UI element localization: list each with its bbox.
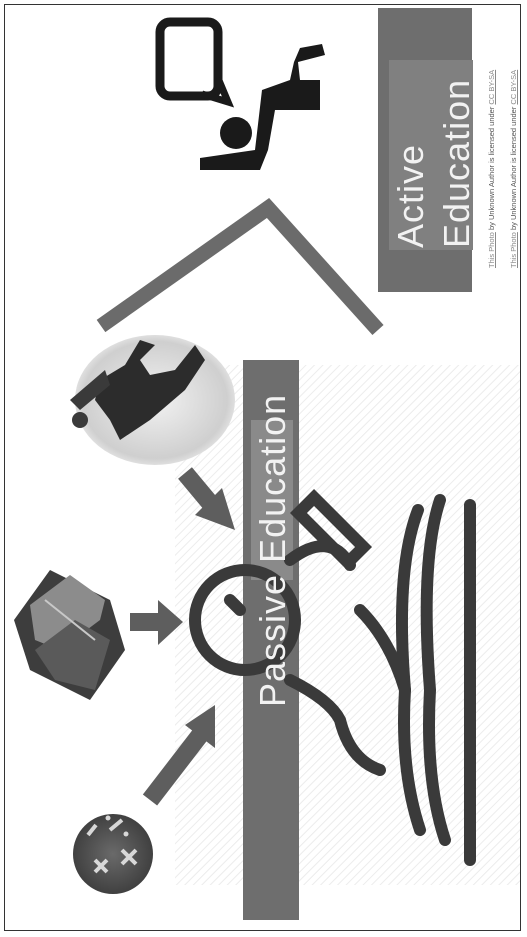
- statue-icon: [70, 335, 235, 465]
- credit-license-link[interactable]: CC BY-SA: [509, 70, 518, 105]
- photo-credit-1: This Photo by Unknown Author is licensed…: [487, 70, 496, 268]
- math-ball-icon: [73, 814, 153, 894]
- active-label-line2: Education: [434, 79, 480, 248]
- active-education-label: Active Education: [388, 79, 480, 248]
- credit-text: by Unknown Author is licensed under: [509, 105, 518, 233]
- passive-education-label: Passive Education: [252, 394, 294, 707]
- credit-license-link[interactable]: CC BY-SA: [487, 70, 496, 105]
- credit-photo-link[interactable]: This Photo: [509, 232, 518, 268]
- credit-text: by Unknown Author is licensed under: [487, 105, 496, 233]
- books-icon: [14, 570, 125, 700]
- speaker-icon: [160, 22, 325, 170]
- credit-photo-link[interactable]: This Photo: [487, 232, 496, 268]
- photo-credit-2: This Photo by Unknown Author is licensed…: [509, 70, 518, 268]
- active-label-line1: Active: [388, 79, 434, 248]
- chevron-shape: [101, 208, 378, 330]
